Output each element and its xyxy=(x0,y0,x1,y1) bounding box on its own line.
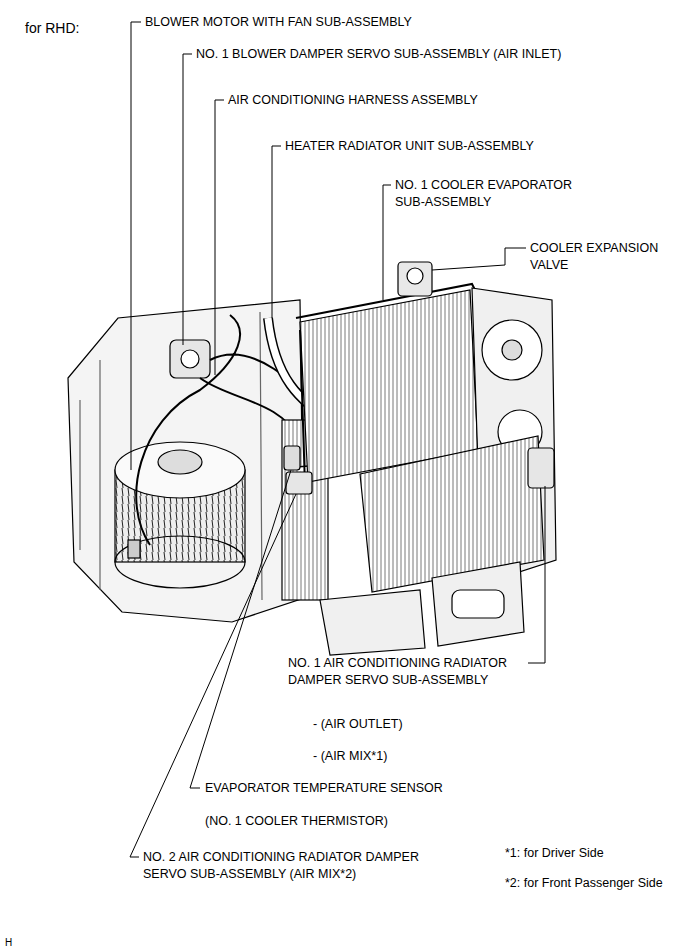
radiator-damper-servo xyxy=(528,448,554,488)
leader-line xyxy=(272,146,281,318)
leader-line xyxy=(190,470,291,788)
part-name: NO. 2 AIR CONDITIONING RADIATOR DAMPER S… xyxy=(143,849,423,883)
air-vent xyxy=(432,562,524,646)
figure-code: H xyxy=(5,934,12,951)
leader-line xyxy=(131,22,141,470)
blower-fan-top xyxy=(115,442,245,498)
temperature-sensor xyxy=(284,446,300,470)
evaporator-core xyxy=(300,290,478,482)
part-name: HEATER RADIATOR UNIT SUB-ASSEMBLY xyxy=(285,138,534,155)
damper-gear-hub xyxy=(502,340,522,360)
blower-fan-bottom xyxy=(115,536,245,588)
part-name: NO. 1 BLOWER DAMPER SERVO SUB-ASSEMBLY (… xyxy=(196,46,561,63)
damper-gear xyxy=(482,320,542,380)
blower-motor-hub xyxy=(158,450,202,474)
leader-line xyxy=(130,494,296,857)
expansion-valve-port xyxy=(407,268,423,284)
variant-heading: for RHD: xyxy=(25,20,79,37)
part-note: - (AIR OUTLET) xyxy=(313,716,403,733)
leader-line xyxy=(383,185,391,300)
part-note: (NO. 1 COOLER THERMISTOR) xyxy=(205,813,388,830)
blower-motor-connector xyxy=(128,540,140,558)
servo-gear xyxy=(181,350,199,368)
leader-line xyxy=(183,54,192,345)
part-name: NO. 1 COOLER EVAPORATOR SUB-ASSEMBLY xyxy=(395,177,577,211)
part-note: - (AIR MIX*1) xyxy=(313,748,387,765)
expansion-valve xyxy=(398,262,432,296)
footnote: *2: for Front Passenger Side xyxy=(505,875,663,892)
part-name: COOLER EXPANSION VALVE xyxy=(530,240,663,274)
part-name: BLOWER MOTOR WITH FAN SUB-ASSEMBLY xyxy=(145,14,412,31)
leader-line xyxy=(528,486,545,663)
footnote: *1: for Driver Side xyxy=(505,845,604,862)
damper-servo xyxy=(170,340,210,378)
leader-line xyxy=(432,248,526,270)
vent-slot xyxy=(452,590,504,618)
radiator-damper-servo-2 xyxy=(286,472,312,494)
part-name: NO. 1 AIR CONDITIONING RADIATOR DAMPER S… xyxy=(288,655,512,689)
bottom-duct xyxy=(320,590,425,655)
leader-line xyxy=(215,100,224,375)
part-name: EVAPORATOR TEMPERATURE SENSOR xyxy=(205,780,443,797)
part-name: AIR CONDITIONING HARNESS ASSEMBLY xyxy=(228,92,478,109)
